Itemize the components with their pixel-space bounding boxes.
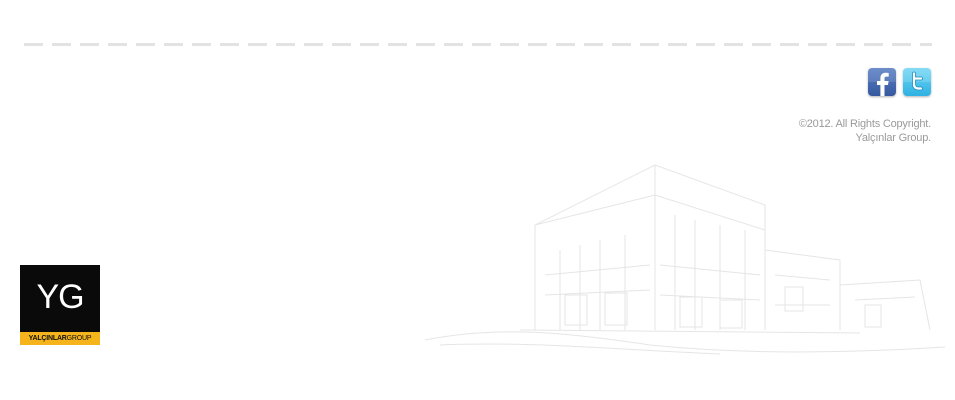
dashed-divider [24,43,932,46]
facebook-button[interactable] [868,68,896,96]
copyright-line: ©2012. All Rights Copyright. [798,118,931,130]
logo-wordmark-bold: YALÇINLAR [28,335,67,342]
twitter-button[interactable] [903,68,931,96]
building-sketch-watermark [424,164,946,355]
copyright-text: ©2012. All Rights Copyright. Yalçınlar G… [799,117,931,145]
twitter-icon [903,68,931,91]
company-name-line: Yalçınlar Group. [855,132,932,144]
social-links [868,68,931,96]
logo-wordmark-light: GROUP [66,335,92,342]
logo-wordmark: YALÇINLARGROUP [20,332,100,345]
facebook-icon [868,68,896,96]
company-logo[interactable]: YG YALÇINLARGROUP [20,265,100,345]
logo-monogram: YG [36,278,84,316]
